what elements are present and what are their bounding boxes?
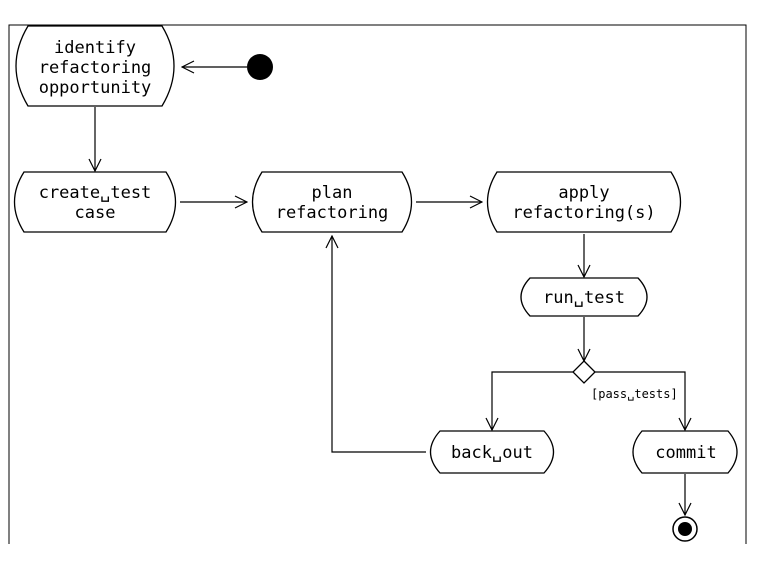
action-apply: apply refactoring(s) [486,171,682,233]
edge-back-out-to-plan [332,236,426,453]
decision-node [572,360,596,384]
action-run-test: run␣test [520,277,648,317]
action-commit: commit [632,430,738,474]
action-identify: identify refactoring opportunity [15,25,175,107]
diagram-frame [8,24,747,544]
action-apply-line-1: apply [558,183,609,203]
initial-node [247,54,273,80]
action-plan: plan refactoring [251,171,413,233]
action-identify-line-3: opportunity [39,78,152,98]
edge-decision-to-back-out [492,371,573,430]
action-create-test-line-1: create␣test [39,183,152,203]
action-run-test-line-1: run␣test [543,288,625,308]
action-identify-line-2: refactoring [39,58,152,78]
action-identify-line-1: identify [54,38,136,58]
action-plan-line-1: plan [312,183,353,203]
action-commit-line-1: commit [655,443,716,463]
action-create-test: create␣test case [13,171,177,233]
action-apply-line-2: refactoring(s) [512,203,655,223]
action-back-out-line-1: back␣out [451,443,533,463]
action-plan-line-2: refactoring [276,203,389,223]
action-back-out: back␣out [429,430,555,474]
action-create-test-line-2: case [75,203,116,223]
guard-label: [pass␣tests] [591,387,678,401]
edge-decision-to-commit [595,371,685,430]
final-node-core [678,522,692,536]
